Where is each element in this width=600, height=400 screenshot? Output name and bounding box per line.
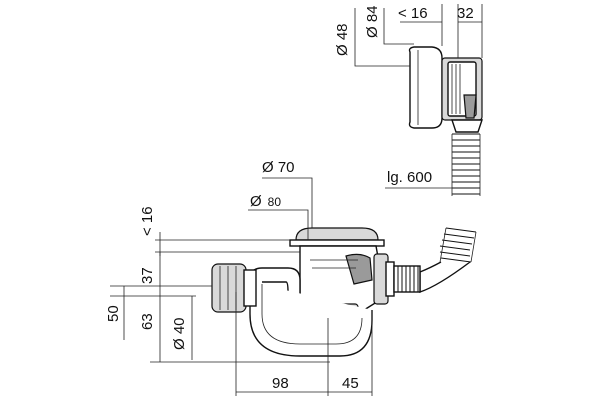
drain-cap — [295, 227, 379, 241]
dim-trap-width: 98 — [272, 375, 289, 392]
dim-drain-offset: 45 — [342, 375, 359, 392]
u-trap — [249, 267, 373, 357]
dim-overflow-body-length: 32 — [457, 5, 474, 22]
flexible-hose-lower — [419, 227, 477, 293]
dim-flexible-hose-length: lg. 600 — [387, 169, 432, 186]
dim-outlet-diameter: Ø 40 — [171, 317, 188, 350]
outlet-nut — [211, 263, 257, 313]
overflow-nozzle — [463, 94, 477, 119]
overflow-cap — [408, 46, 443, 129]
dim-drain-body-height: 37 — [139, 267, 156, 284]
flexible-hose-upper — [451, 133, 481, 196]
overflow-assembly — [408, 46, 483, 133]
dim-overflow-cap-diameter: Ø 84 — [364, 5, 381, 38]
dim-overflow-cap-depth: < 16 — [398, 5, 428, 22]
threaded-spigot — [393, 265, 421, 293]
dim-outlet-height-50: 50 — [105, 305, 122, 322]
dim-drain-cap-height: < 16 — [139, 206, 156, 236]
dimension-lines — [110, 4, 483, 396]
dim-overflow-pipe-diameter: Ø 48 — [334, 23, 351, 56]
dim-outlet-height-63: 63 — [139, 313, 156, 330]
dim-drain-cap-diameter: Ø 70 — [262, 159, 295, 176]
